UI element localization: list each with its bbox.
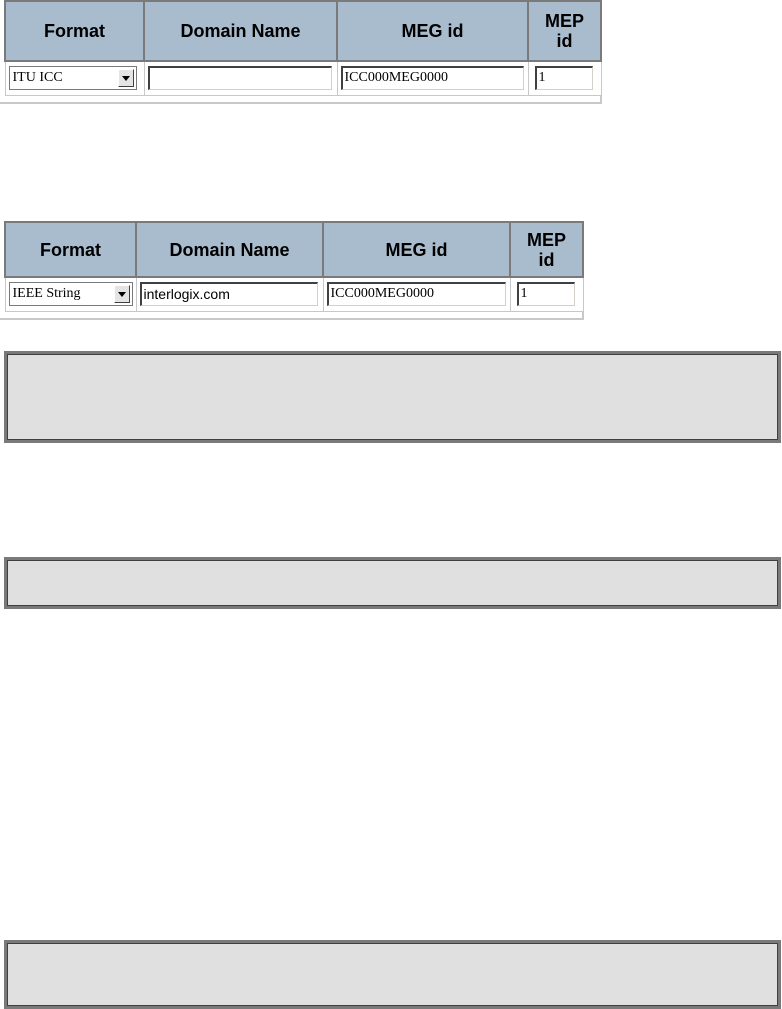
header-mep-id-line2: id [538, 249, 555, 270]
domain-name-cell [143, 60, 338, 96]
meg-id-input[interactable]: ICC000MEG0000 [340, 66, 524, 91]
format-cell: IEEE String [4, 276, 137, 312]
info-box-1 [4, 351, 781, 443]
header-mep-id-line1: MEP [544, 11, 584, 31]
header-meg-id: MEG id [336, 0, 529, 62]
header-mep-id-line2: id [556, 31, 573, 51]
chevron-down-icon[interactable] [113, 285, 130, 304]
format-select-value: ITU ICC [12, 70, 63, 86]
format-select[interactable]: ITU ICC [8, 66, 137, 91]
header-domain-name: Domain Name [143, 0, 338, 62]
domain-name-cell: interlogix.com [135, 276, 324, 312]
mep-id-input[interactable]: 1 [534, 66, 593, 91]
header-meg-id: MEG id [322, 221, 511, 278]
mep-id-input[interactable]: 1 [516, 282, 575, 307]
mep-id-cell: 1 [527, 60, 602, 96]
format-select-value: IEEE String [12, 286, 81, 302]
chevron-down-icon[interactable] [117, 69, 134, 88]
info-box-2 [4, 557, 781, 609]
mep-id-cell: 1 [509, 276, 584, 312]
meg-id-cell: ICC000MEG0000 [336, 60, 529, 96]
meg-id-input[interactable]: ICC000MEG0000 [326, 282, 506, 307]
domain-name-input[interactable] [147, 66, 332, 91]
domain-name-input[interactable]: interlogix.com [139, 282, 318, 307]
header-format: Format [4, 0, 145, 62]
format-cell: ITU ICC [4, 60, 145, 96]
format-select[interactable]: IEEE String [8, 282, 133, 307]
header-mep-id-line1: MEP [526, 229, 566, 250]
header-domain-name: Domain Name [135, 221, 324, 278]
meg-id-cell: ICC000MEG0000 [322, 276, 511, 312]
header-format: Format [4, 221, 137, 278]
info-box-3 [4, 940, 781, 1009]
